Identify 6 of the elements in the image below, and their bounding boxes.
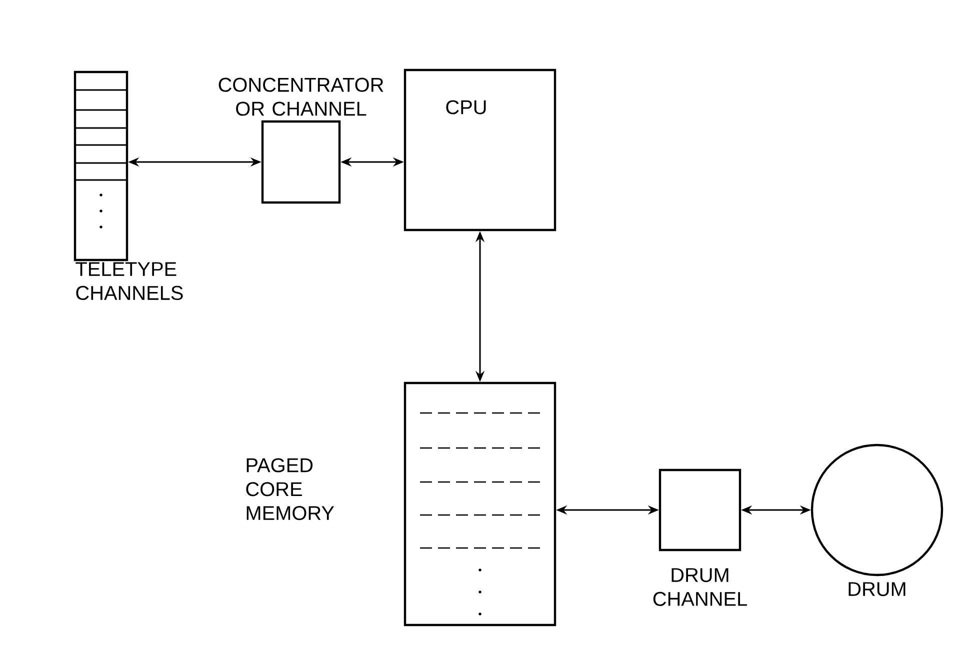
node-label: DRUM [848,582,906,596]
node-label: DRUM CHANNEL [653,568,747,606]
node-label: CPU [446,100,486,114]
node-label: TELETYPE CHANNELS [76,262,183,300]
node-label: CONCENTRATOR OR CHANNEL [218,78,384,116]
node-label: PAGED CORE MEMORY [246,458,334,520]
